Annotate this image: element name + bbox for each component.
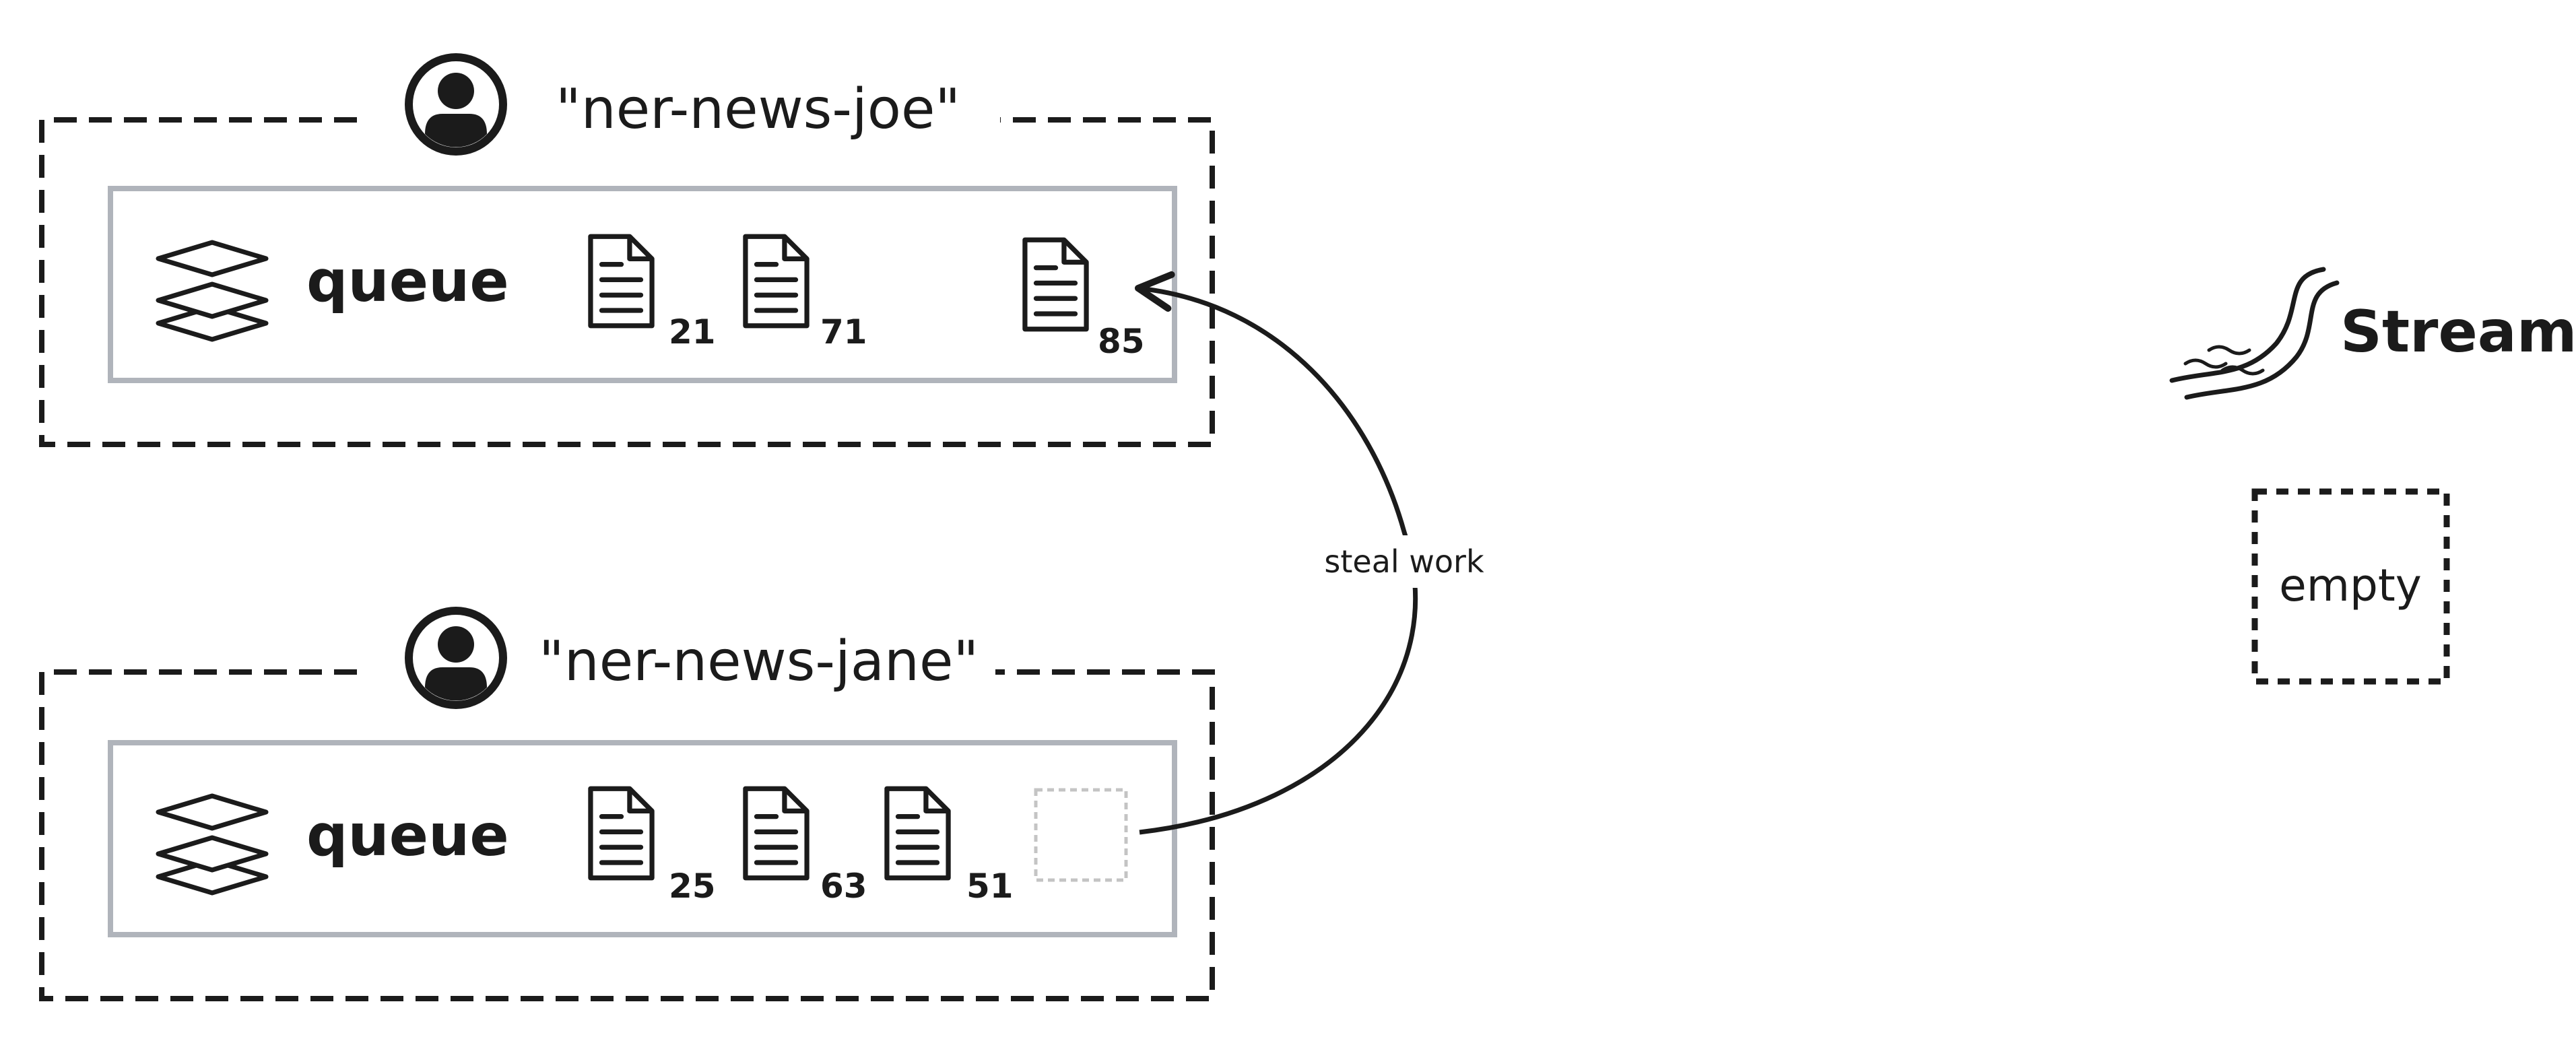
consumer-boundary	[39, 117, 1215, 447]
consumer-group-joe: "ner-news-joe" queue 21 71 85	[39, 53, 1215, 447]
queue-label: queue	[306, 802, 509, 869]
document-id: 25	[669, 867, 716, 906]
layers-icon	[158, 242, 266, 339]
queue-label: queue	[306, 248, 509, 315]
stream-label: Stream	[2340, 298, 2576, 366]
queue-box	[108, 740, 1177, 937]
document-icon	[746, 789, 807, 878]
stream-empty-box	[2251, 488, 2450, 685]
stream-status: empty	[2279, 560, 2422, 611]
document-id: 21	[669, 312, 716, 351]
document-icon	[746, 236, 807, 326]
document-item: 21	[591, 236, 716, 351]
document-id: 63	[820, 867, 867, 906]
steal-work-label: steal work	[1324, 543, 1484, 580]
document-id: 71	[820, 312, 867, 351]
document-item: 25	[591, 789, 716, 906]
document-item: 63	[746, 789, 867, 906]
steal-work-label-bg	[1320, 535, 1488, 588]
document-item: 85	[1025, 240, 1145, 361]
document-icon	[887, 789, 948, 878]
document-icon	[1025, 240, 1086, 329]
document-item: 71	[746, 236, 867, 351]
consumer-group-jane: "ner-news-jane" queue 25 63 51	[39, 607, 1215, 1001]
river-icon	[2169, 267, 2340, 400]
queue-box	[108, 186, 1177, 383]
consumer-name: "ner-news-joe"	[556, 77, 960, 141]
document-id: 51	[966, 867, 1014, 906]
document-id: 85	[1098, 322, 1145, 361]
empty-slot-placeholder	[1034, 788, 1128, 882]
document-item: 51	[887, 789, 1014, 906]
user-avatar-icon	[405, 607, 507, 709]
document-icon	[591, 236, 652, 326]
consumer-boundary	[39, 669, 1215, 1001]
document-icon	[591, 789, 652, 878]
consumer-name: "ner-news-jane"	[539, 630, 979, 694]
steal-work-arrow: steal work	[1134, 271, 1488, 835]
layers-icon	[158, 796, 266, 893]
user-avatar-icon	[405, 53, 507, 156]
stream-group: Stream empty	[2169, 267, 2576, 685]
